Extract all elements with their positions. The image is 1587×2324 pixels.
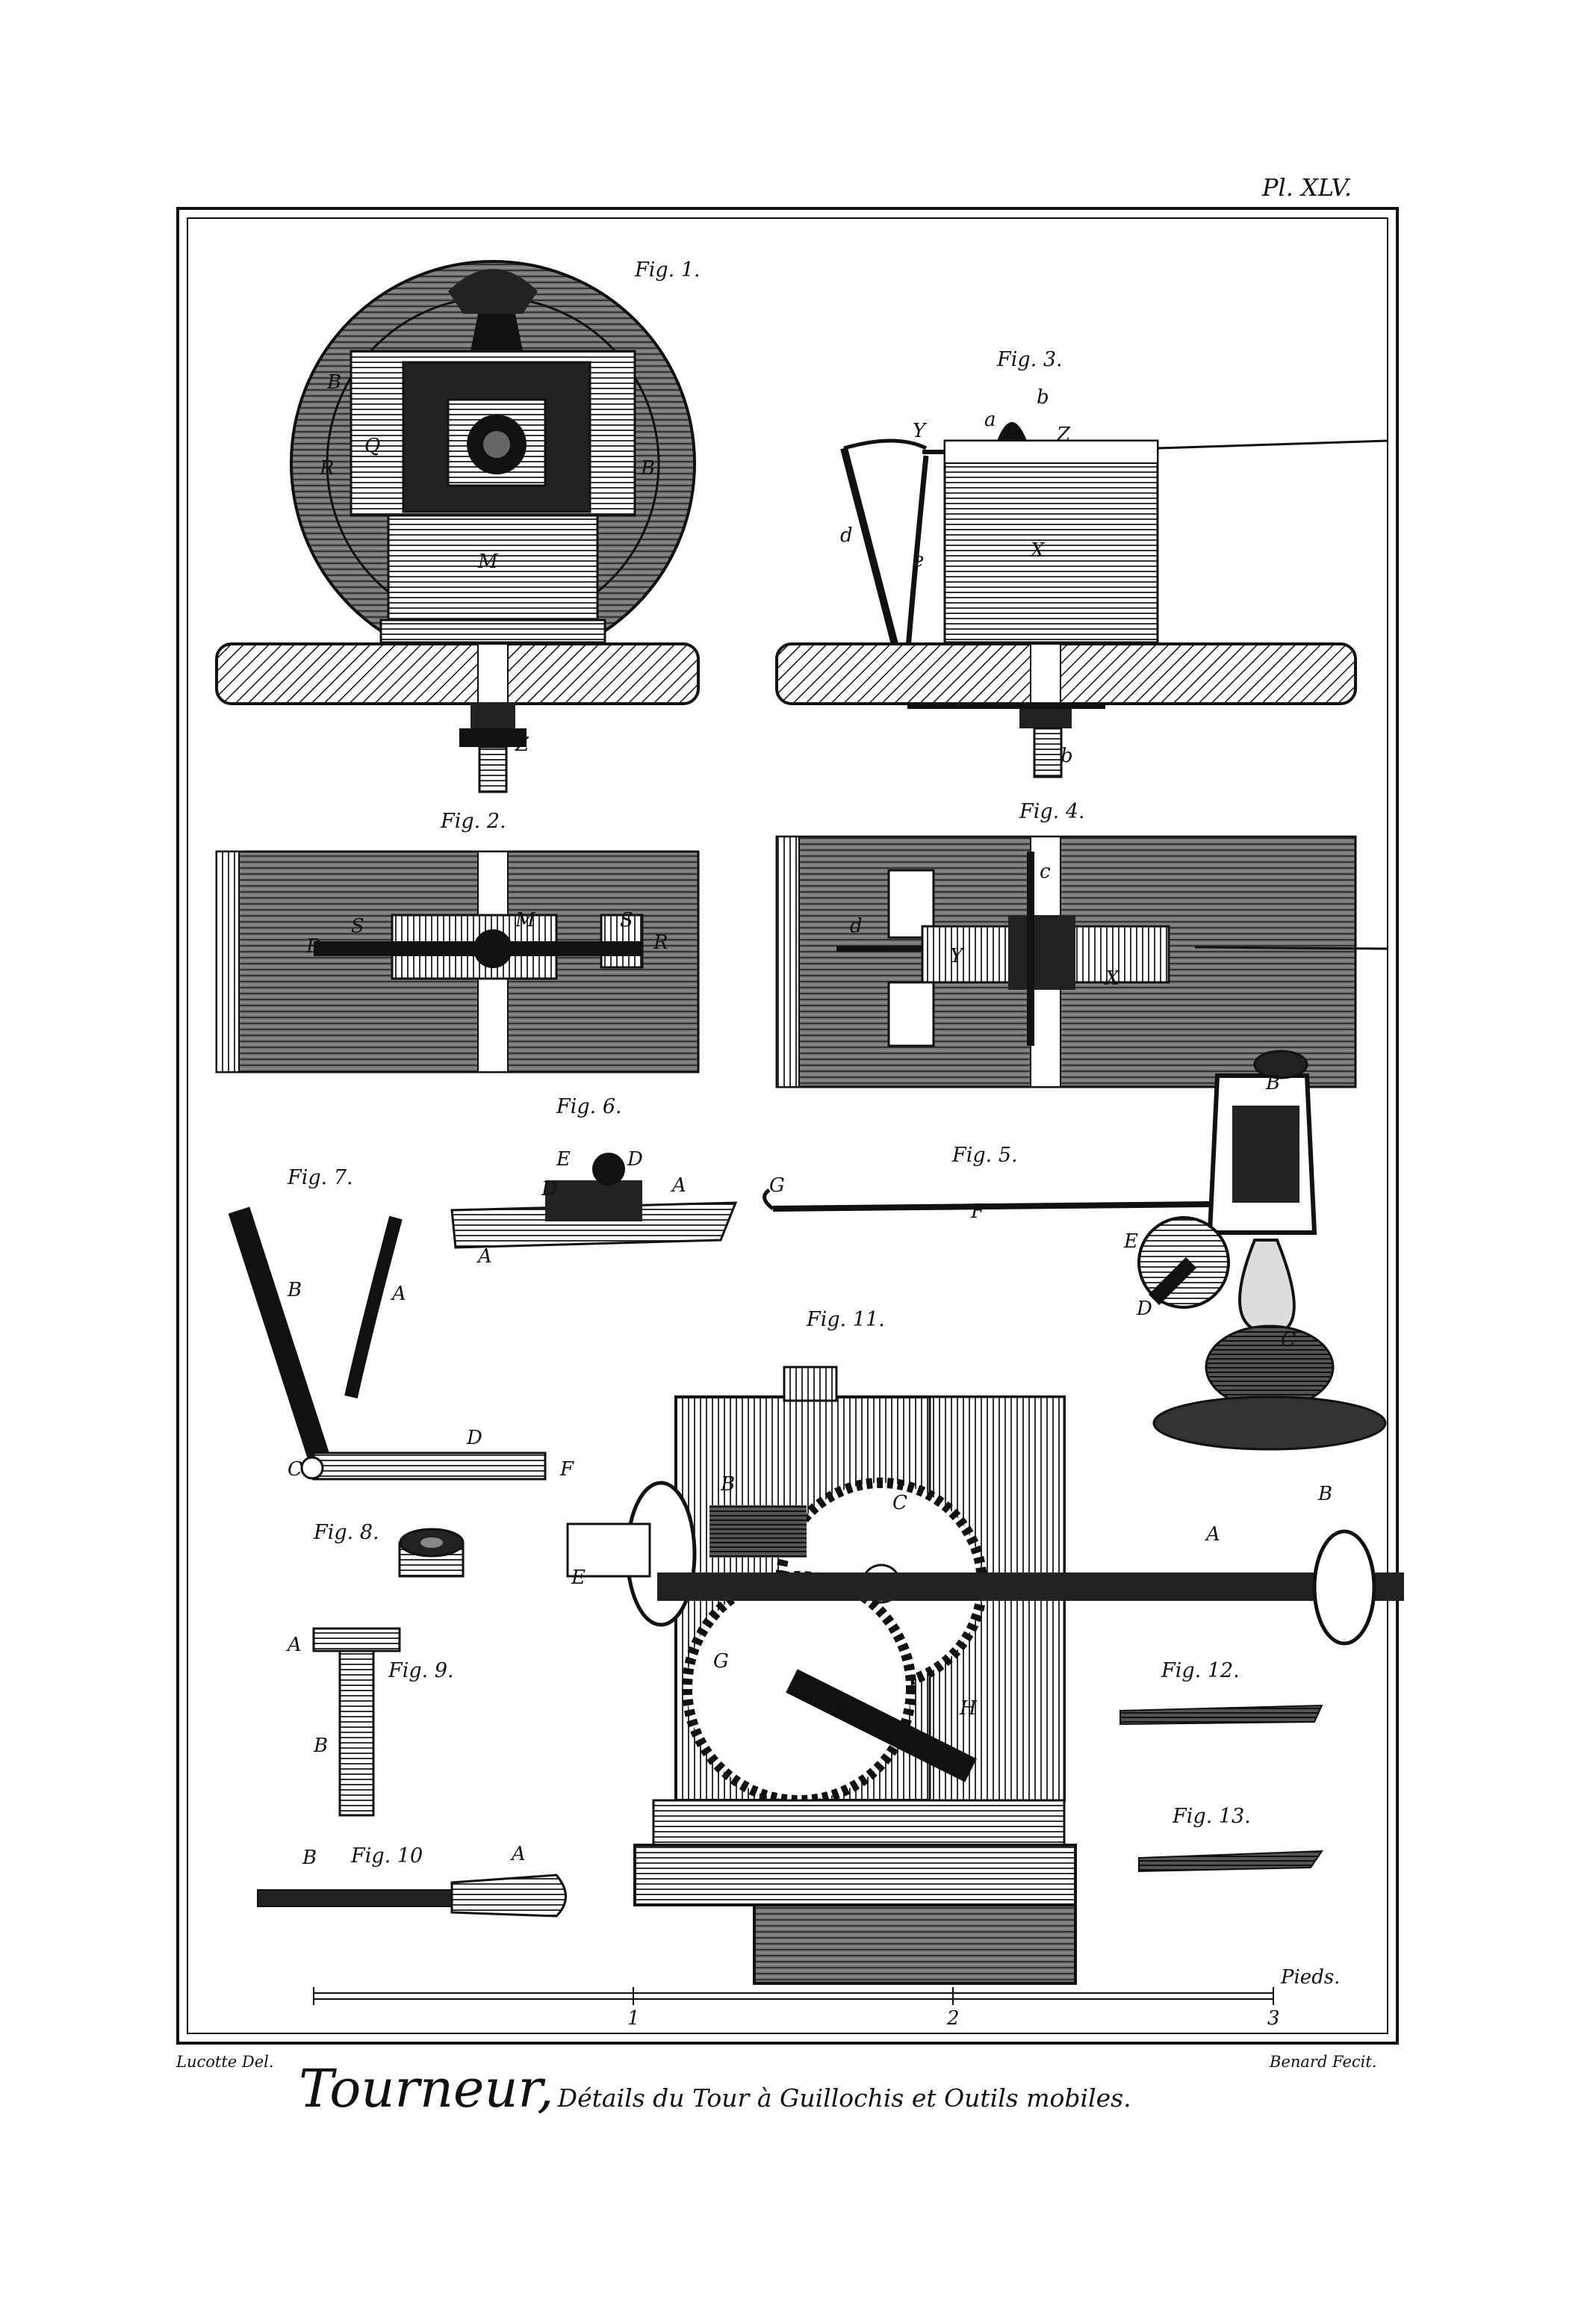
fig4-letter: d [850, 915, 863, 938]
fig11-letter: B [1317, 1483, 1332, 1505]
fig1-letter: B [326, 371, 341, 394]
fig11-guilloche-gear-box [566, 1366, 1404, 1985]
fig10-label: Fig. 10 [350, 1844, 423, 1868]
fig5-letter: C [1281, 1329, 1296, 1351]
fig6-letter: A [476, 1245, 492, 1268]
fig3-tool-rest-with-spring [775, 422, 1388, 778]
fig5-label: Fig. 5. [951, 1144, 1018, 1167]
fig6-letter: E [556, 1148, 571, 1171]
artist-credit: Lucotte Del. [176, 2053, 274, 2071]
fig2-rest-top-view [215, 850, 700, 1073]
fig5-letter: E [1123, 1230, 1138, 1253]
fig2-letter: R [653, 932, 668, 954]
scale-tick-label: 2 [946, 2007, 960, 2030]
fig11-letter: B [720, 1473, 735, 1496]
fig1-lathe-head-front [215, 260, 700, 793]
fig7-folding-rule [228, 1206, 547, 1481]
fig3-letter: a [984, 409, 996, 431]
fig11-letter: C [892, 1492, 907, 1514]
fig2-letter: R [305, 935, 321, 958]
fig7-letter: C [288, 1458, 302, 1481]
fig6-letter: A [671, 1174, 686, 1197]
plate-title: Tourneur, Détails du Tour à Guillochis e… [299, 2058, 1299, 2119]
fig3-letter: Z [1056, 424, 1071, 446]
fig3-letter: d [840, 524, 853, 547]
fig11-letter: A [1205, 1523, 1220, 1546]
fig12-label: Fig. 12. [1161, 1659, 1240, 1682]
fig6-letter: D [541, 1178, 557, 1200]
plate-number: Pl. XLV. [1262, 173, 1352, 202]
fig10-letter: B [302, 1847, 317, 1869]
fig5-letter: B [1265, 1072, 1280, 1094]
fig9-label: Fig. 9. [388, 1659, 454, 1682]
fig5-letter: G [769, 1174, 785, 1197]
fig5-rod-and-poppet [763, 1050, 1387, 1451]
fig8-nut [398, 1528, 465, 1578]
fig3-letter: Y [913, 420, 928, 442]
plate-title-sub: Détails du Tour à Guillochis et Outils m… [557, 2083, 1131, 2113]
fig7-letter: A [391, 1283, 406, 1305]
plate-outer-border [176, 207, 1399, 2045]
fig4-letter: X [1104, 967, 1120, 990]
fig8-label: Fig. 8. [313, 1521, 379, 1544]
fig7-letter: B [287, 1279, 302, 1301]
scale-tick-label: 1 [627, 2007, 640, 2030]
fig3-letter: b [1060, 745, 1073, 767]
fig11-label: Fig. 11. [806, 1308, 885, 1331]
fig3-letter: e [913, 549, 924, 571]
fig1-letter: B [640, 457, 655, 480]
fig3-letter: X [1029, 539, 1046, 562]
fig9-letter: A [286, 1634, 302, 1656]
plate-inner-border [187, 217, 1388, 2034]
fig7-label: Fig. 7. [287, 1166, 353, 1189]
fig10-tool-with-handle [257, 1874, 567, 1918]
fig5-letter: D [1136, 1298, 1152, 1320]
fig2-letter: S [351, 915, 364, 938]
fig13-label: Fig. 13. [1172, 1805, 1251, 1828]
fig4-label: Fig. 4. [1019, 800, 1085, 823]
fig11-letter: F [559, 1458, 574, 1481]
fig11-letter: G [713, 1650, 729, 1673]
fig9-letter: B [313, 1735, 328, 1757]
fig11-letter: H [959, 1697, 978, 1720]
plate-title-main: Tourneur, [299, 2058, 554, 2119]
fig3-label: Fig. 3. [996, 348, 1063, 371]
fig1-label: Fig. 1. [634, 258, 701, 282]
fig3-letter: b [1037, 386, 1049, 409]
fig6-label: Fig. 6. [556, 1095, 622, 1118]
scale-unit-label: Pieds. [1280, 1966, 1340, 1989]
fig11-letter: D [836, 1701, 852, 1723]
fig9-t-bolt [312, 1627, 401, 1817]
fig12-graver [1119, 1704, 1323, 1726]
fig11-letter: E [571, 1567, 586, 1589]
fig6-letter: D [627, 1148, 643, 1171]
fig4-letter: Y [950, 945, 965, 967]
fig13-graver [1138, 1850, 1323, 1873]
fig2-letter: M [515, 909, 536, 932]
fig1-letter: R [319, 457, 335, 480]
fig6-slide-plate [450, 1153, 738, 1249]
scale-bar [313, 1987, 1274, 2005]
fig2-letter: S [620, 909, 633, 932]
fig1-letter: Z [515, 734, 529, 756]
fig1-letter: Q [364, 435, 380, 457]
fig1-letter: M [477, 551, 499, 573]
fig4-letter: c [1040, 861, 1051, 883]
fig7-letter: D [466, 1427, 482, 1449]
fig4-rest-top-view [775, 835, 1388, 1088]
fig10-letter: A [510, 1843, 526, 1865]
fig2-label: Fig. 2. [440, 810, 506, 833]
engraver-credit: Benard Fecit. [1270, 2053, 1377, 2071]
fig5-letter: F [970, 1200, 985, 1223]
scale-tick-label: 3 [1267, 2007, 1280, 2030]
